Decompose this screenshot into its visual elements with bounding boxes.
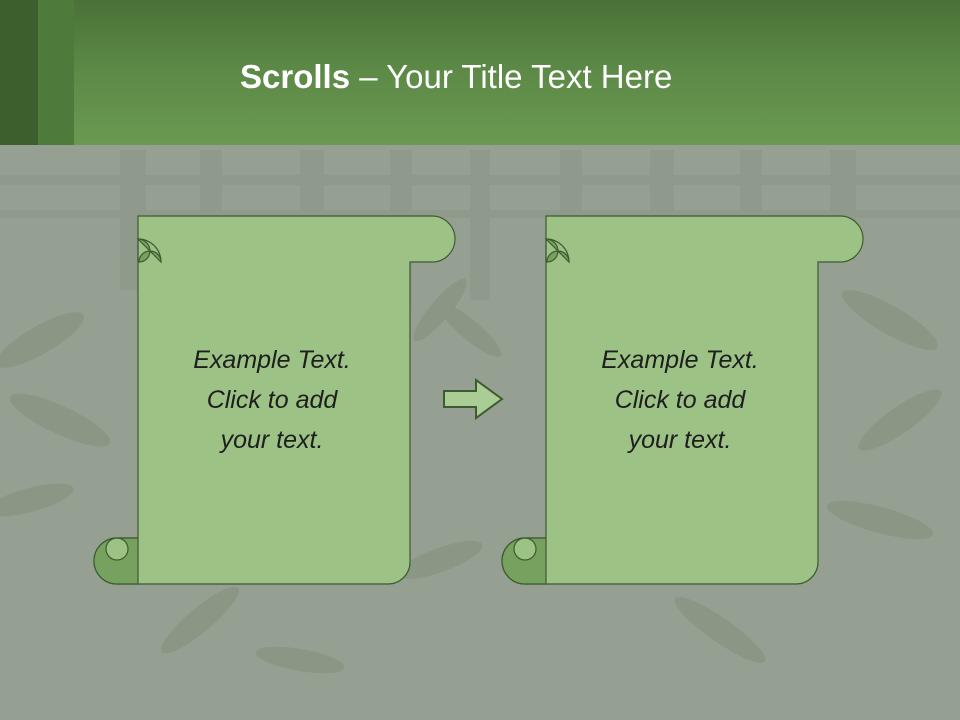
scroll-text-line: your text. (220, 426, 324, 454)
scroll-text-line: Click to add (614, 386, 746, 414)
scroll-text-line: Example Text. (193, 346, 351, 374)
title-bar-accent-dark (0, 0, 38, 145)
right-arrow-icon[interactable] (442, 377, 504, 426)
title-rest: Your Title Text Here (386, 58, 673, 95)
title-bar: Scrolls – Your Title Text Here (0, 0, 960, 145)
scroll-graphic (501, 215, 864, 585)
scroll-text-2[interactable]: Example Text. Click to add your text. (545, 340, 815, 460)
title-bar-accent-mid (38, 0, 74, 145)
title-bold: Scrolls (240, 58, 351, 95)
scroll-text-1[interactable]: Example Text. Click to add your text. (137, 340, 407, 460)
slide-title[interactable]: Scrolls – Your Title Text Here (240, 52, 672, 102)
scroll-text-line: your text. (628, 426, 732, 454)
scroll-shape-1[interactable]: Example Text. Click to add your text. (92, 212, 462, 592)
scroll-graphic (93, 215, 456, 585)
scroll-text-line: Click to add (206, 386, 338, 414)
scroll-shape-2[interactable]: Example Text. Click to add your text. (500, 212, 870, 592)
scroll-text-line: Example Text. (601, 346, 759, 374)
title-dash: – (350, 58, 387, 95)
